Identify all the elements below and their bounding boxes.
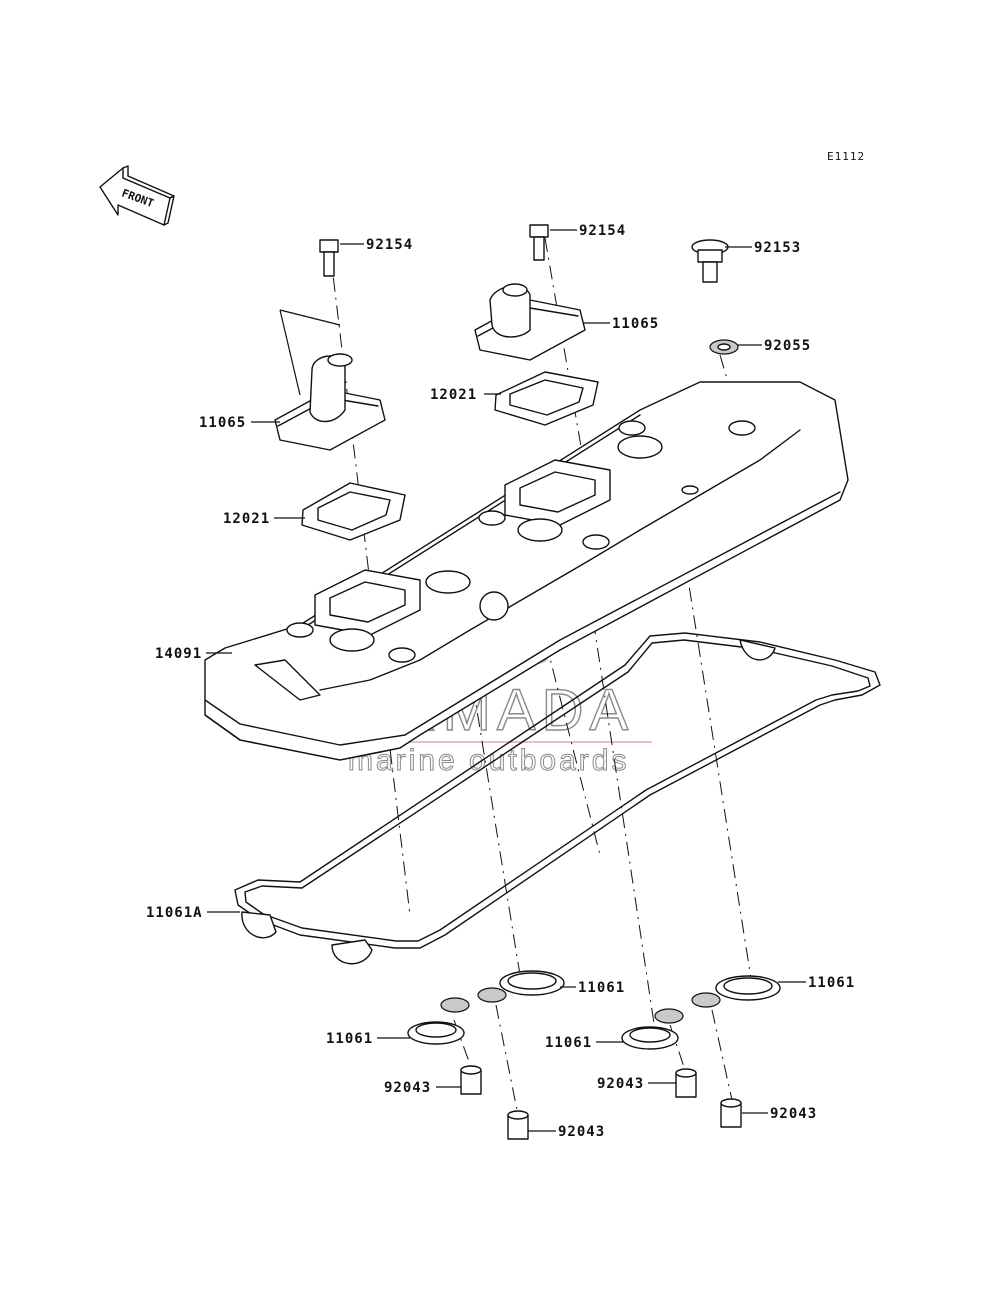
part-label[interactable]: 12021 bbox=[223, 511, 270, 527]
gasket-12021-left bbox=[301, 482, 406, 541]
part-label[interactable]: 92043 bbox=[558, 1124, 605, 1140]
part-label[interactable]: 11061 bbox=[545, 1035, 592, 1051]
part-label[interactable]: 92055 bbox=[764, 338, 811, 354]
bolt-92154-right bbox=[529, 224, 549, 261]
diagram-code: E1112 bbox=[827, 150, 865, 163]
part-label[interactable]: 92154 bbox=[366, 237, 413, 253]
dowel-92043-d bbox=[720, 1098, 742, 1128]
cylinder-head-cover-14091 bbox=[204, 381, 849, 761]
bolt-92153 bbox=[691, 239, 729, 283]
breather-cover-right bbox=[474, 283, 586, 361]
bolt-92154-left bbox=[319, 239, 339, 277]
part-label[interactable]: 11065 bbox=[199, 415, 246, 431]
part-label[interactable]: 92153 bbox=[754, 240, 801, 256]
gasket-11061A bbox=[234, 632, 881, 965]
dowel-92043-c bbox=[675, 1068, 697, 1098]
dowel-92043-a bbox=[460, 1065, 482, 1095]
part-label[interactable]: 11061 bbox=[808, 975, 855, 991]
part-label[interactable]: 12021 bbox=[430, 387, 477, 403]
part-label[interactable]: 92154 bbox=[579, 223, 626, 239]
breather-cover-left bbox=[274, 353, 386, 451]
dowel-92043-b bbox=[507, 1110, 529, 1140]
part-label[interactable]: 11061 bbox=[578, 980, 625, 996]
small-seals bbox=[440, 987, 721, 1024]
part-label[interactable]: 92043 bbox=[384, 1080, 431, 1096]
part-label[interactable]: 14091 bbox=[155, 646, 202, 662]
leader-lines bbox=[206, 229, 806, 1132]
seal-11061-d bbox=[715, 975, 781, 1001]
part-label[interactable]: 11061A bbox=[146, 905, 203, 921]
part-labels: 92154 92154 92153 11065 92055 12021 1106… bbox=[146, 223, 855, 1140]
part-label[interactable]: 92043 bbox=[770, 1106, 817, 1122]
seal-11061-c bbox=[621, 1026, 679, 1050]
part-label[interactable]: 11065 bbox=[612, 316, 659, 332]
grommet-92055 bbox=[709, 339, 739, 355]
gasket-12021-right bbox=[494, 371, 599, 426]
front-arrow-icon: FRONT bbox=[99, 165, 175, 226]
seal-11061-b bbox=[407, 1021, 465, 1045]
part-label[interactable]: 11061 bbox=[326, 1031, 373, 1047]
part-label[interactable]: 92043 bbox=[597, 1076, 644, 1092]
seal-11061-a bbox=[499, 970, 565, 996]
